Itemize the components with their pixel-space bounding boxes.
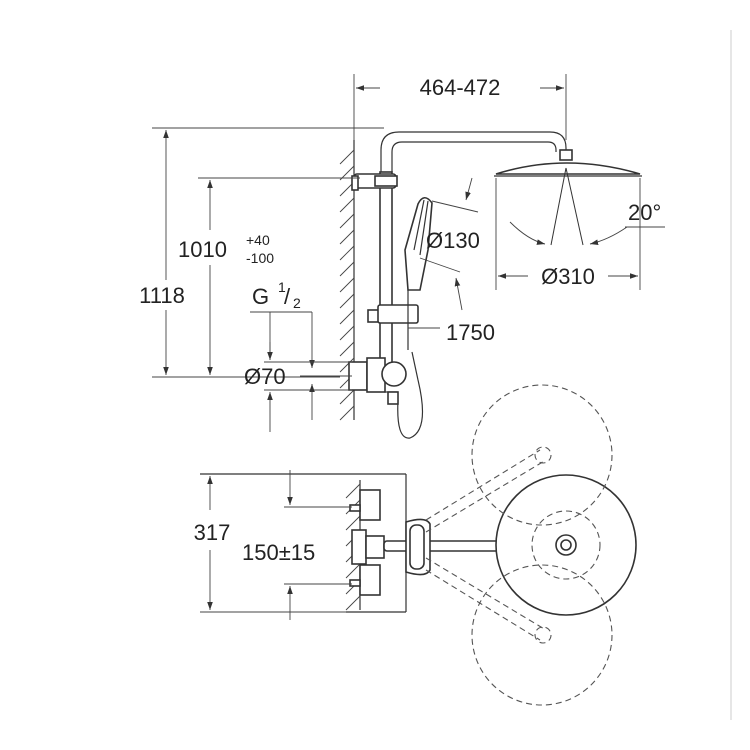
dimension-overall-height: 1118 (139, 127, 384, 378)
hose-length-label: 1750 (446, 320, 495, 345)
dimension-head-shower: Ø310 (495, 178, 641, 290)
thread-g-label: G (252, 284, 269, 309)
top-depth-label: 317 (194, 520, 231, 545)
thread-numerator: 1 (278, 279, 286, 295)
outlet-height-tolerance-minus: -100 (246, 250, 274, 266)
arm-projection-label: 464-472 (420, 75, 501, 100)
connection-spacing-label: 150±15 (242, 540, 315, 565)
outlet-height-label: 1010 (178, 237, 227, 262)
thermostat-top (349, 489, 385, 596)
slider-holder (377, 304, 419, 324)
outlet-height-tolerance-plus: +40 (246, 232, 270, 248)
head-shower-diameter-label: Ø310 (541, 264, 595, 289)
thread-fraction-slash: / (284, 284, 291, 309)
tilt-angle-label: 20° (628, 200, 661, 225)
dimension-thread: G 1 / 2 (250, 279, 315, 368)
head-shower-side (494, 149, 665, 246)
dimension-connection-spacing: 150±15 (242, 470, 352, 620)
escutcheon-diameter-label: Ø70 (244, 364, 286, 389)
shower-arm (380, 131, 567, 172)
rotation-positions (425, 384, 613, 706)
side-view: 464-472 1118 1010 +40 -100 G 1 / 2 (139, 74, 665, 439)
dimension-outlet-height: 1010 +40 -100 (178, 177, 360, 375)
top-view: 317 150±15 (194, 384, 637, 706)
thread-denominator: 2 (293, 295, 301, 311)
shower-hose (397, 290, 424, 439)
dimension-escutcheon: Ø70 (244, 342, 352, 432)
thermostat-side (348, 357, 407, 405)
hand-shower-diameter-label: Ø130 (426, 228, 480, 253)
dimension-hose: 1750 (408, 320, 495, 345)
riser-pipe (379, 171, 393, 368)
dimension-top-depth: 317 (194, 476, 346, 613)
dimension-arm-projection: 464-472 (353, 74, 567, 140)
overall-height-label: 1118 (139, 283, 185, 308)
